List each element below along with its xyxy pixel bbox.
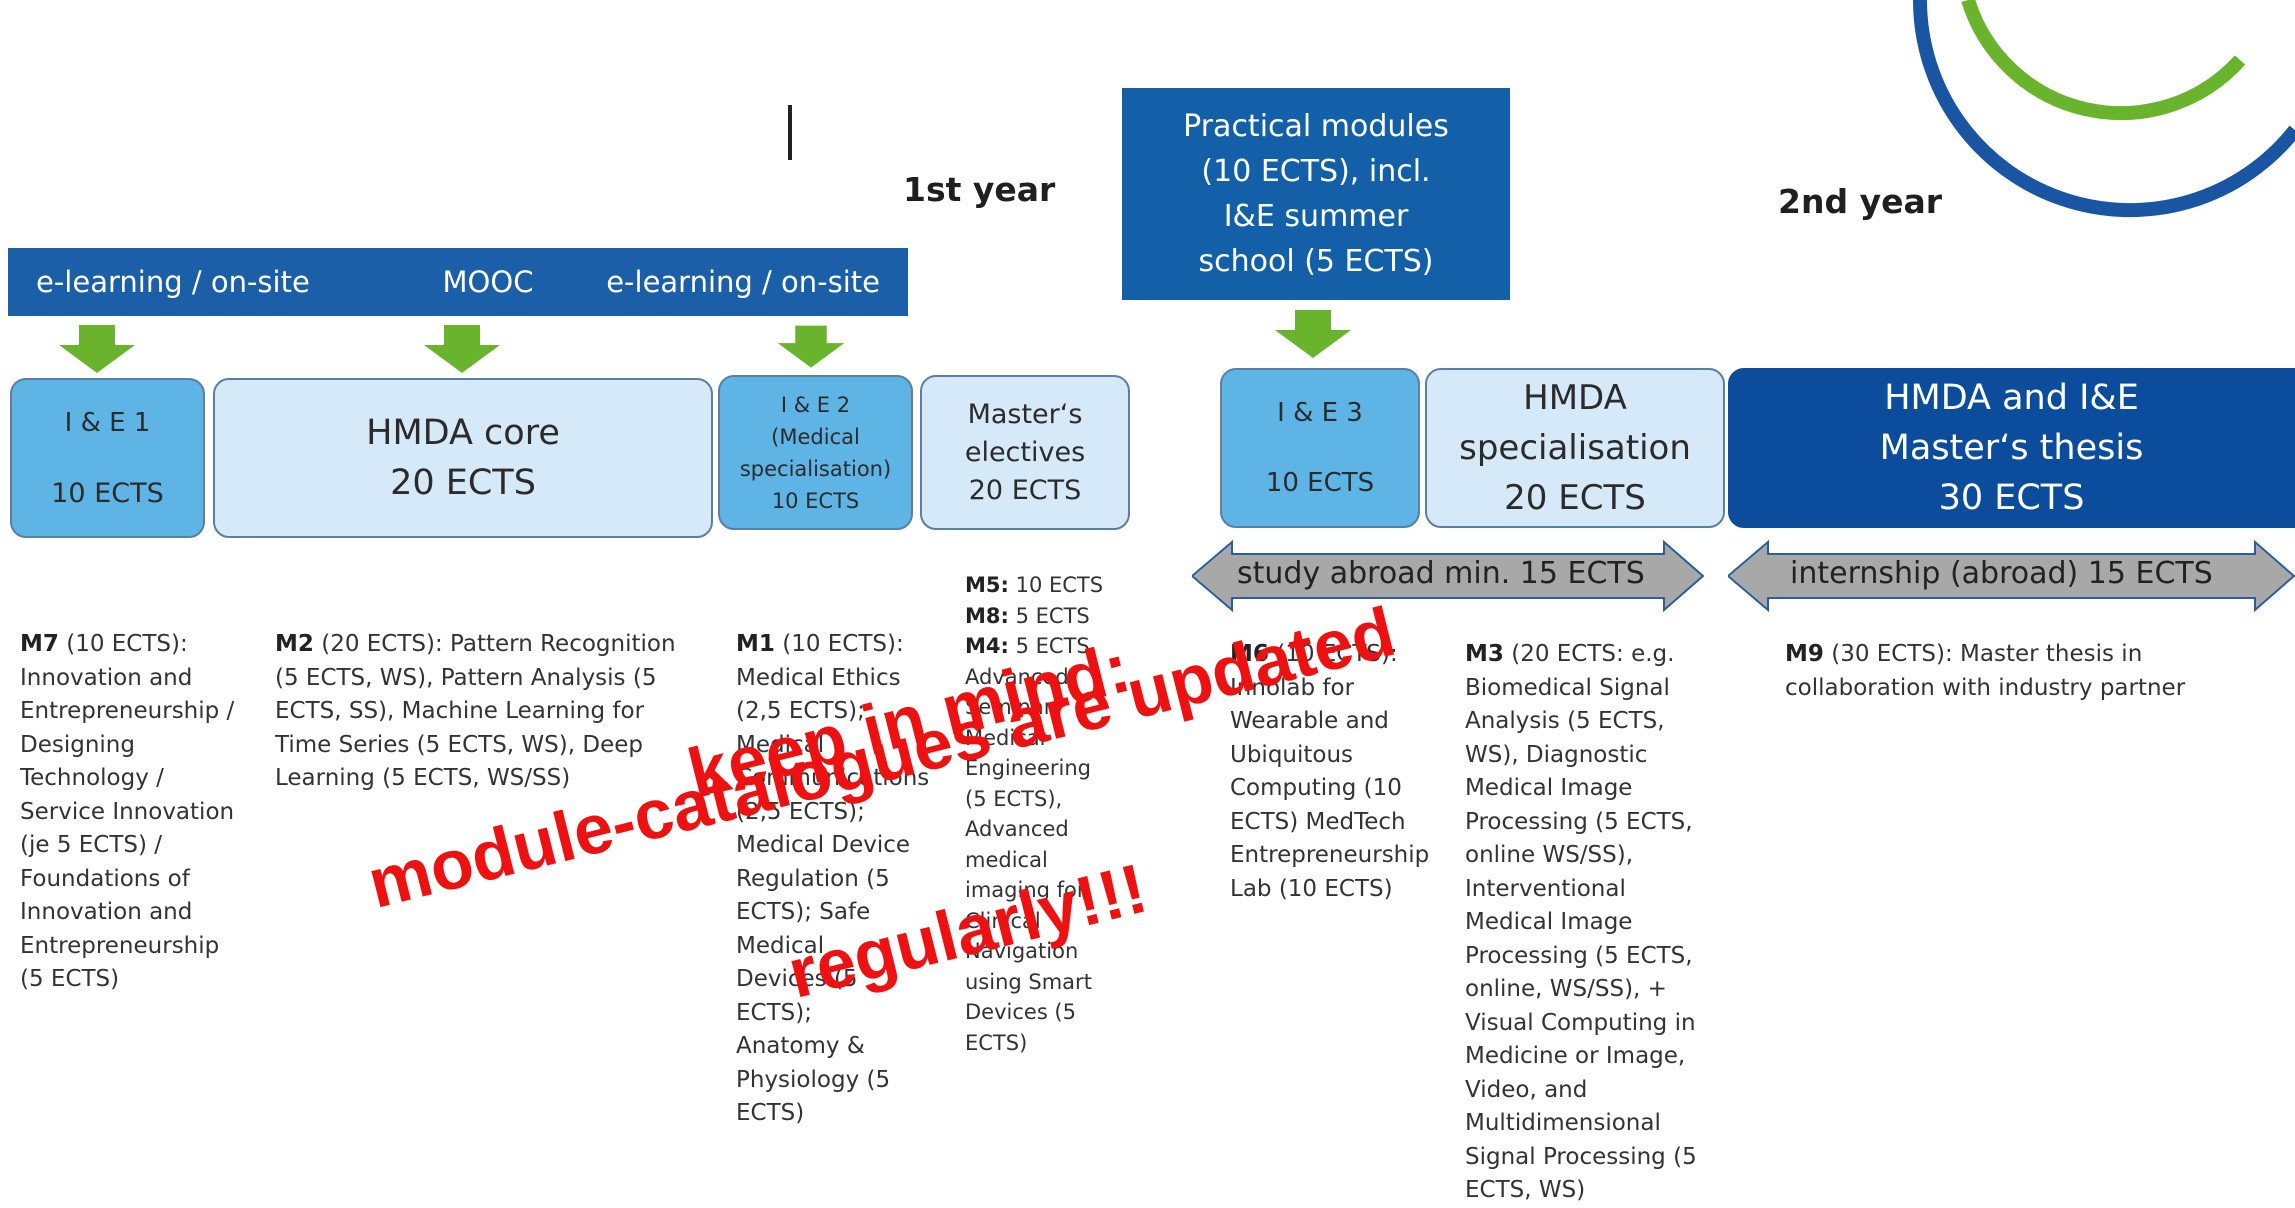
internship-label: internship (abroad) 15 ECTS [1790, 556, 2213, 591]
m9-code: M9 [1785, 641, 1824, 667]
down-arrow-icon [59, 325, 135, 373]
first-year-label: 1st year [903, 170, 1056, 209]
ie1-box: I & E 1 10 ECTS [10, 378, 205, 538]
ie1-ects: 10 ECTS [51, 477, 164, 509]
practical-line-3: I&E summer [1223, 199, 1409, 234]
down-arrow-icon [424, 325, 500, 373]
m4-line: M4: 5 ECTS [965, 631, 1115, 662]
delivery-right-label: e-learning / on-site [606, 265, 880, 299]
study-abroad-span: study abroad min. 15 ECTS [1192, 540, 1704, 612]
electives-line-3: 20 ECTS [968, 474, 1082, 506]
m5-text: 10 ECTS [1008, 573, 1104, 597]
hmda-spec-line-2: specialisation [1459, 428, 1691, 468]
thesis-box: HMDA and I&E Master‘s thesis 30 ECTS [1728, 368, 2295, 528]
down-arrow-icon [777, 325, 845, 368]
divider-mark [788, 105, 792, 160]
delivery-middle-label: MOOC [442, 265, 534, 299]
m7-description: M7 (10 ECTS): Innovation and Entrepreneu… [20, 628, 245, 997]
m9-description: M9 (30 ECTS): Master thesis in collabora… [1785, 638, 2265, 705]
m1-text: (10 ECTS): Medical Ethics (2,5 ECTS); Me… [736, 631, 930, 1126]
delivery-mode-bar: e-learning / on-site MOOC e-learning / o… [8, 248, 908, 316]
m8-code: M8: [965, 603, 1009, 628]
m2-description: M2 (20 ECTS): Pattern Recognition (5 ECT… [275, 628, 695, 796]
m7-code: M7 [20, 631, 59, 657]
ie1-title: I & E 1 [64, 407, 151, 438]
m6-code: M6 [1230, 641, 1269, 667]
m2-code: M2 [275, 631, 314, 657]
m4-text: 5 ECTS [1008, 634, 1090, 658]
m9-text: (30 ECTS): Master thesis in collaboratio… [1785, 641, 2186, 701]
m5-line: M5: 10 ECTS [965, 570, 1115, 601]
down-arrow-icon [1275, 310, 1351, 358]
study-abroad-label: study abroad min. 15 ECTS [1237, 556, 1645, 591]
double-arrow-icon [1192, 540, 1704, 612]
hmda-core-title: HMDA core [366, 413, 560, 453]
m3-code: M3 [1465, 641, 1504, 667]
electives-description: M5: 10 ECTS M8: 5 ECTS M4: 5 ECTS Advanc… [965, 570, 1115, 1058]
internship-span: internship (abroad) 15 ECTS [1728, 540, 2295, 612]
m1-code: M1 [736, 631, 775, 657]
ie2-box: I & E 2 (Medical specialisation) 10 ECTS [718, 375, 913, 530]
second-year-label: 2nd year [1778, 182, 1943, 221]
m2-text: (20 ECTS): Pattern Recognition (5 ECTS, … [275, 631, 676, 791]
electives-line-2: electives [964, 436, 1086, 468]
m3-text: (20 ECTS: e.g. Biomedical Signal Analysi… [1465, 641, 1697, 1203]
electives-line-1: Master‘s [967, 398, 1083, 430]
practical-line-4: school (5 ECTS) [1198, 244, 1434, 279]
hmda-spec-line-3: 20 ECTS [1504, 478, 1646, 518]
m5-code: M5: [965, 573, 1009, 597]
delivery-left-label: e-learning / on-site [36, 265, 310, 299]
m6-description: M6 (10 ECTS): Innolab for Wearable and U… [1230, 638, 1429, 906]
thesis-line-2: Master‘s thesis [1879, 428, 2144, 468]
ie2-line-3: specialisation) [739, 456, 892, 481]
logo-arcs [1913, 0, 2295, 218]
m8-line: M8: 5 ECTS [965, 601, 1115, 632]
ie3-title: I & E 3 [1277, 398, 1363, 428]
electives-list: Advanced Seminar Medical Engineering (5 … [965, 664, 1092, 1055]
m7-text: (10 ECTS): Innovation and Entrepreneursh… [20, 631, 235, 992]
m3-description: M3 (20 ECTS: e.g. Biomedical Signal Anal… [1465, 638, 1710, 1208]
hmda-specialisation-box: HMDA specialisation 20 ECTS [1425, 368, 1725, 528]
ie2-line-4: 10 ECTS [771, 488, 860, 513]
thesis-line-1: HMDA and I&E [1884, 378, 2139, 418]
m4-code: M4: [965, 634, 1009, 658]
thesis-line-3: 30 ECTS [1938, 478, 2085, 518]
practical-line-2: (10 ECTS), incl. [1201, 154, 1431, 189]
ie2-line-2: (Medical [771, 424, 860, 449]
m1-description: M1 (10 ECTS): Medical Ethics (2,5 ECTS);… [736, 628, 929, 1131]
electives-box: Master‘s electives 20 ECTS [920, 375, 1130, 530]
ie3-box: I & E 3 10 ECTS [1220, 368, 1420, 528]
m8-text: 5 ECTS [1008, 603, 1090, 628]
hmda-spec-line-1: HMDA [1523, 378, 1627, 418]
practical-modules-box: Practical modules (10 ECTS), incl. I&E s… [1122, 88, 1510, 300]
practical-line-1: Practical modules [1183, 109, 1449, 144]
ie2-line-1: I & E 2 [780, 392, 851, 417]
m6-text: (10 ECTS): Innolab for Wearable and Ubiq… [1230, 641, 1430, 902]
hmda-core-box: HMDA core 20 ECTS [213, 378, 713, 538]
hmda-core-ects: 20 ECTS [390, 463, 536, 503]
ie3-ects: 10 ECTS [1265, 468, 1375, 498]
double-arrow-icon [1728, 540, 2295, 612]
